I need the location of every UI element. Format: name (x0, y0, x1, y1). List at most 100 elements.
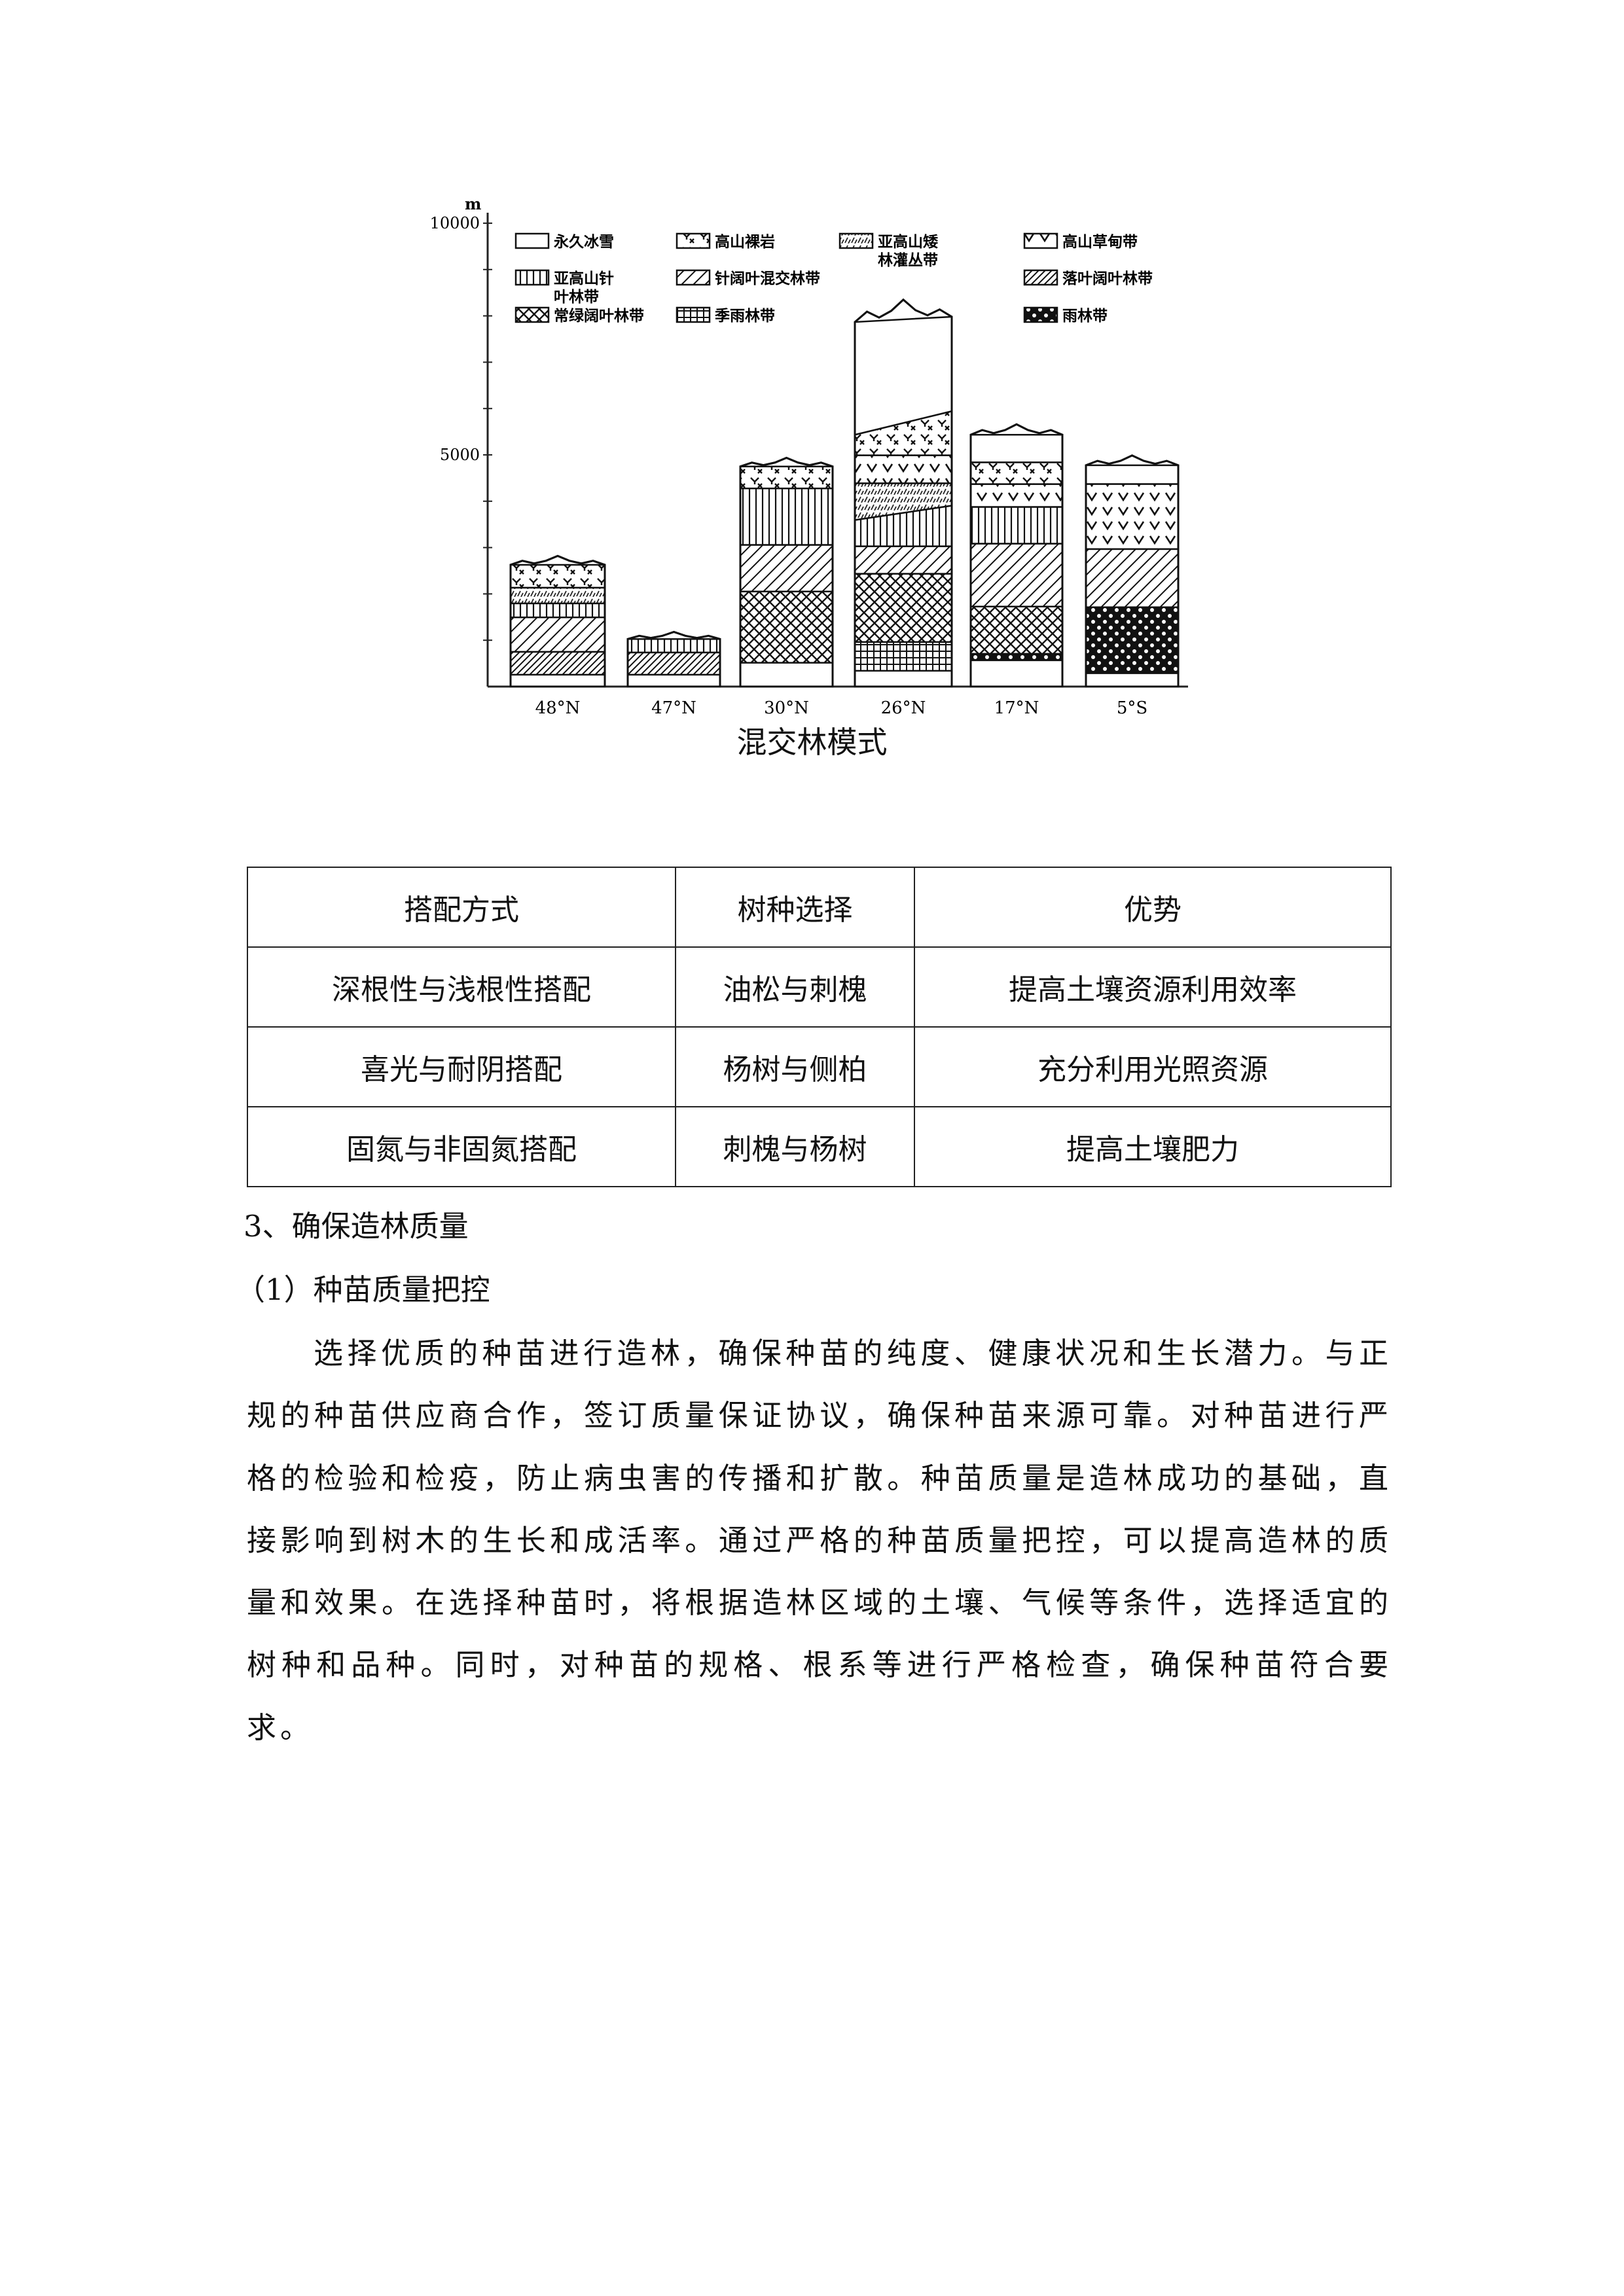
band-rock (969, 461, 1064, 485)
cell-pairing-method: 深根性与浅根性搭配 (247, 946, 676, 1028)
bar-edge (969, 423, 1064, 687)
legend-swatch (514, 232, 550, 249)
bar-2 (739, 456, 834, 688)
table-row: 固氮与非固氮搭配 刺槐与杨树 提高土壤肥力 (247, 1106, 1392, 1187)
y-axis-unit: m (465, 194, 481, 213)
band-meadow (854, 454, 953, 484)
x-tick-label: 48°N (535, 698, 581, 718)
band-conifer (509, 602, 606, 619)
band-evergreen (969, 605, 1064, 655)
bar-5 (1085, 454, 1180, 688)
bar-edge (854, 298, 953, 687)
band-rock (509, 564, 606, 589)
x-tick-label: 47°N (651, 698, 696, 718)
legend-label: 针阔叶混交林带 (715, 270, 820, 287)
band-mixed (739, 544, 834, 593)
legend-item-ice: 永久冰雪 (514, 232, 614, 251)
legend-swatch (676, 232, 711, 249)
bar-edge (626, 630, 721, 687)
legend-item-deciduous: 落叶阔叶林带 (1023, 269, 1153, 287)
bar-edge (509, 554, 606, 687)
legend-item-monsoon: 季雨林带 (676, 306, 775, 325)
x-tick-label: 30°N (764, 698, 809, 718)
legend-label: 雨林带 (1062, 307, 1108, 325)
legend-swatch (514, 306, 550, 323)
legend-label: 亚高山矮 (878, 233, 939, 251)
bar-edge (739, 456, 834, 687)
band-monsoon (854, 641, 953, 672)
bar-edge (1085, 454, 1180, 687)
band-mixed (969, 543, 1064, 608)
band-conifer (626, 638, 721, 654)
y-tick-label: 5000 (440, 446, 480, 464)
bar-3 (854, 298, 953, 688)
band-meadow (969, 483, 1064, 508)
legend-swatch (514, 269, 550, 286)
body-paragraph: 选择优质的种苗进行造林，确保种苗的纯度、健康状况和生长潜力。与正规的种苗供应商合… (247, 1336, 1392, 1745)
legend-label: 高山裸岩 (715, 233, 775, 251)
table-row: 喜光与耐阴搭配 杨树与侧柏 充分利用光照资源 (247, 1026, 1392, 1107)
band-conifer (739, 488, 834, 546)
legend-item-rock: 高山裸岩 (676, 232, 775, 251)
band-meadow (1085, 483, 1180, 550)
cell-species: 刺槐与杨树 (675, 1106, 915, 1187)
legend-label: 永久冰雪 (554, 233, 614, 251)
bar-0 (509, 554, 606, 688)
table-row: 深根性与浅根性搭配 油松与刺槐 提高土壤资源利用效率 (247, 946, 1392, 1028)
legend-label: 季雨林带 (715, 307, 775, 325)
band-ice (1085, 464, 1180, 485)
section-heading: 3、确保造林质量 (244, 1209, 469, 1244)
subsection-heading: （1）种苗质量把控 (236, 1272, 490, 1307)
cell-pairing-method: 固氮与非固氮搭配 (247, 1106, 676, 1187)
band-evergreen (739, 590, 834, 664)
legend-item-mixed: 针阔叶混交林带 (676, 269, 820, 287)
legend-swatch (676, 306, 711, 323)
bar-1 (626, 630, 721, 688)
table-header-row: 搭配方式 树种选择 优势 (247, 867, 1392, 948)
header-species: 树种选择 (675, 867, 915, 948)
x-tick-label: 26°N (881, 698, 926, 718)
legend-swatch (1023, 232, 1058, 249)
y-tick-label: 10000 (430, 214, 480, 232)
band-deciduous (509, 651, 606, 676)
band-evergreen (854, 573, 953, 643)
band-mixed (1085, 548, 1180, 609)
x-tick-label: 5°S (1117, 698, 1147, 718)
band-conifer (969, 506, 1064, 545)
figure-caption: 混交林模式 (736, 725, 888, 760)
cell-species: 油松与刺槐 (675, 946, 915, 1028)
band-mixed (509, 616, 606, 653)
legend-swatch (839, 232, 874, 249)
band-rainforest (1085, 606, 1180, 674)
legend-label: 常绿阔叶林带 (554, 307, 644, 325)
band-deciduous (626, 651, 721, 676)
band-rainforest (969, 653, 1064, 662)
cell-advantage: 提高土壤肥力 (914, 1106, 1392, 1187)
band-ice (969, 434, 1064, 463)
legend-label: 叶林带 (554, 288, 599, 306)
cell-advantage: 提高土壤资源利用效率 (914, 946, 1392, 1028)
legend-swatch (1023, 269, 1058, 286)
legend-item-evergreen: 常绿阔叶林带 (514, 306, 644, 325)
legend-label: 落叶阔叶林带 (1062, 270, 1153, 287)
band-shrub (509, 586, 606, 605)
header-pairing-method: 搭配方式 (247, 867, 676, 948)
legend-label: 亚高山针 (554, 270, 614, 287)
bar-4 (969, 423, 1064, 688)
legend-item-rainforest: 雨林带 (1023, 306, 1108, 325)
cell-species: 杨树与侧柏 (675, 1026, 915, 1107)
legend-swatch (1023, 306, 1058, 323)
x-tick-label: 17°N (994, 698, 1039, 718)
header-advantage: 优势 (914, 867, 1392, 948)
legend-label: 林灌丛带 (878, 251, 938, 269)
tree-pairing-table: 搭配方式 树种选择 优势 深根性与浅根性搭配 油松与刺槐 提高土壤资源利用效率 … (247, 867, 1392, 1187)
band-rock (739, 465, 834, 490)
band-mixed (854, 545, 953, 575)
cell-advantage: 充分利用光照资源 (914, 1026, 1392, 1107)
legend-item-meadow: 高山草甸带 (1023, 232, 1138, 251)
legend-label: 高山草甸带 (1062, 233, 1138, 251)
cell-pairing-method: 喜光与耐阴搭配 (247, 1026, 676, 1107)
